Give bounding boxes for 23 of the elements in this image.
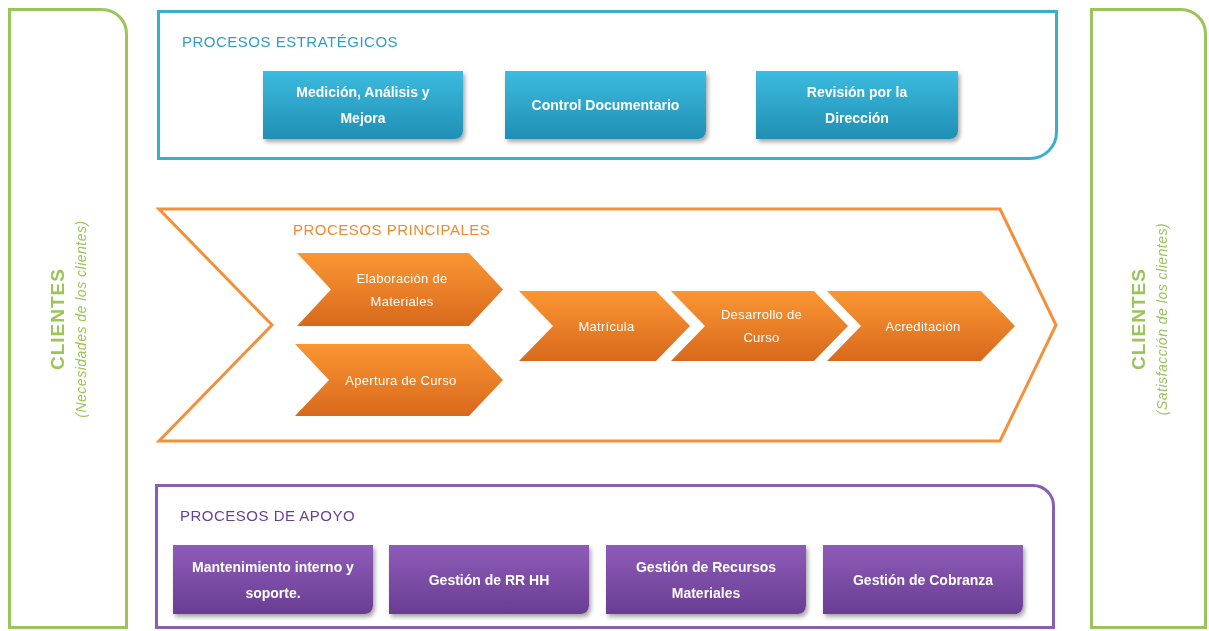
group-title: PROCESOS DE APOYO (180, 507, 356, 524)
clients-title: CLIENTES (1127, 267, 1150, 370)
process-box: Gestión de Recursos Materiales (606, 545, 806, 614)
process-box: Control Documentario (505, 71, 706, 139)
step-label: Apertura de Curso (345, 371, 457, 390)
step-label: Acreditación (885, 317, 961, 336)
clients-subtitle: (Necesidades de los clientes) (73, 219, 89, 418)
step-label: Matrícula (578, 317, 635, 336)
process-group-panel (157, 10, 1058, 160)
group-title: PROCESOS PRINCIPALES (293, 221, 491, 238)
step-label: Elaboración de Materiales (355, 269, 449, 311)
group-title: PROCESOS ESTRATÉGICOS (182, 33, 399, 50)
clients-panel (8, 8, 128, 629)
clients-subtitle: (Satisfacción de los clientes) (1153, 222, 1170, 415)
clients-title: CLIENTES (47, 267, 69, 370)
step-label: Desarrollo de Curso (719, 306, 804, 347)
process-box: Medición, Análisis y Mejora (263, 71, 463, 139)
process-box: Mantenimiento interno y soporte. (173, 545, 373, 614)
process-box: Revisión por la Dirección (756, 71, 958, 139)
clients-panel (1090, 8, 1207, 629)
process-box: Gestión de Cobranza (823, 545, 1023, 614)
process-group-panel (155, 484, 1055, 629)
process-box: Gestión de RR HH (389, 545, 589, 614)
